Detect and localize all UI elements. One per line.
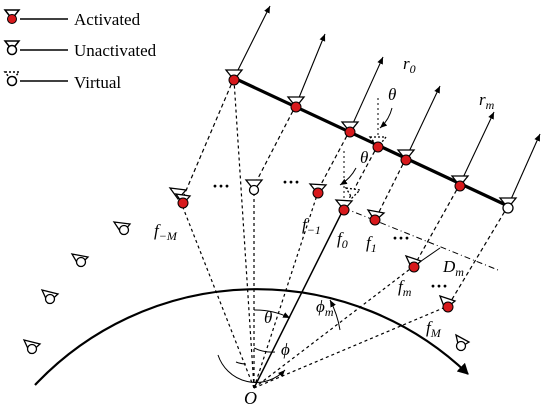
f-minus-1-label: f−1 — [302, 215, 321, 237]
ellipsis-right: ··· — [392, 228, 410, 248]
radial-dashed-lines — [179, 79, 449, 389]
activated-element-icon — [396, 149, 416, 166]
legend-virtual: Virtual — [3, 71, 121, 92]
f0-label: f0 — [337, 229, 348, 251]
upper-elements — [224, 69, 518, 214]
ellipsis-left: ··· — [212, 176, 230, 196]
legend: Activated Unactivated Virtual — [3, 9, 157, 92]
phi-m-label: ϕm — [316, 297, 334, 319]
ellipsis-lower: ··· — [430, 276, 448, 296]
activated-element-icon — [334, 199, 354, 216]
f1-label: f1 — [366, 233, 377, 255]
arc-elements — [22, 179, 471, 355]
activated-element-icon — [308, 183, 328, 199]
virtual-linear-array — [233, 76, 509, 208]
tangent-line — [343, 207, 499, 271]
unactivated-element-icon — [40, 289, 60, 305]
phi-label: ϕ — [281, 340, 290, 359]
virtual-element-icon — [3, 71, 21, 87]
activated-element-icon — [286, 96, 306, 113]
r0-label: r0 — [403, 54, 416, 76]
legend-activated-label: Activated — [74, 10, 141, 29]
activated-element-icon — [174, 193, 192, 209]
fm-label: fm — [398, 277, 412, 299]
unactivated-element-icon — [22, 339, 42, 355]
legend-activated: Activated — [3, 9, 141, 29]
unactivated-element-icon — [112, 221, 132, 236]
labels: O θ ϕ ϕm θ θ r0 rm Dm f−M f−1 f0 f1 fm f… — [154, 54, 495, 408]
origin-label: O — [244, 388, 257, 408]
activated-element-icon — [3, 9, 21, 24]
radius-to-f0 — [253, 207, 345, 389]
activated-element-icon — [340, 121, 360, 138]
array-arc — [34, 288, 469, 386]
rm-label: rm — [479, 90, 495, 112]
unactivated-element-icon — [3, 40, 21, 56]
activated-element-icon — [450, 175, 470, 192]
steering-arrows — [233, 5, 541, 207]
activated-element-icon — [224, 69, 244, 86]
unactivated-element-icon — [455, 333, 471, 352]
unactivated-element-icon — [344, 187, 362, 200]
ellipsis-mid: ··· — [282, 172, 300, 192]
angle-arcs — [217, 107, 393, 383]
theta-label: θ — [264, 308, 272, 327]
Dm-label: Dm — [442, 257, 464, 279]
f-minus-M-label: f−M — [154, 221, 178, 243]
unactivated-element-icon — [70, 253, 90, 268]
activated-element-icon — [438, 294, 457, 313]
virtual-element-icon — [368, 136, 388, 153]
legend-unactivated-label: Unactivated — [74, 41, 157, 60]
fM-label: fM — [426, 318, 442, 340]
vertical-dotted-lines — [343, 95, 379, 208]
activated-element-icon — [404, 254, 423, 273]
activated-element-icon — [366, 209, 386, 226]
ellipsis-dots: ··· ··· ··· ··· — [212, 172, 448, 296]
unactivated-element-icon — [244, 179, 264, 196]
projection-lines — [181, 77, 509, 307]
unactivated-element-icon — [498, 197, 518, 214]
legend-unactivated: Unactivated — [3, 40, 157, 60]
theta-mid-label: θ — [360, 148, 368, 167]
legend-virtual-label: Virtual — [74, 73, 121, 92]
theta-upper-label: θ — [388, 85, 396, 104]
